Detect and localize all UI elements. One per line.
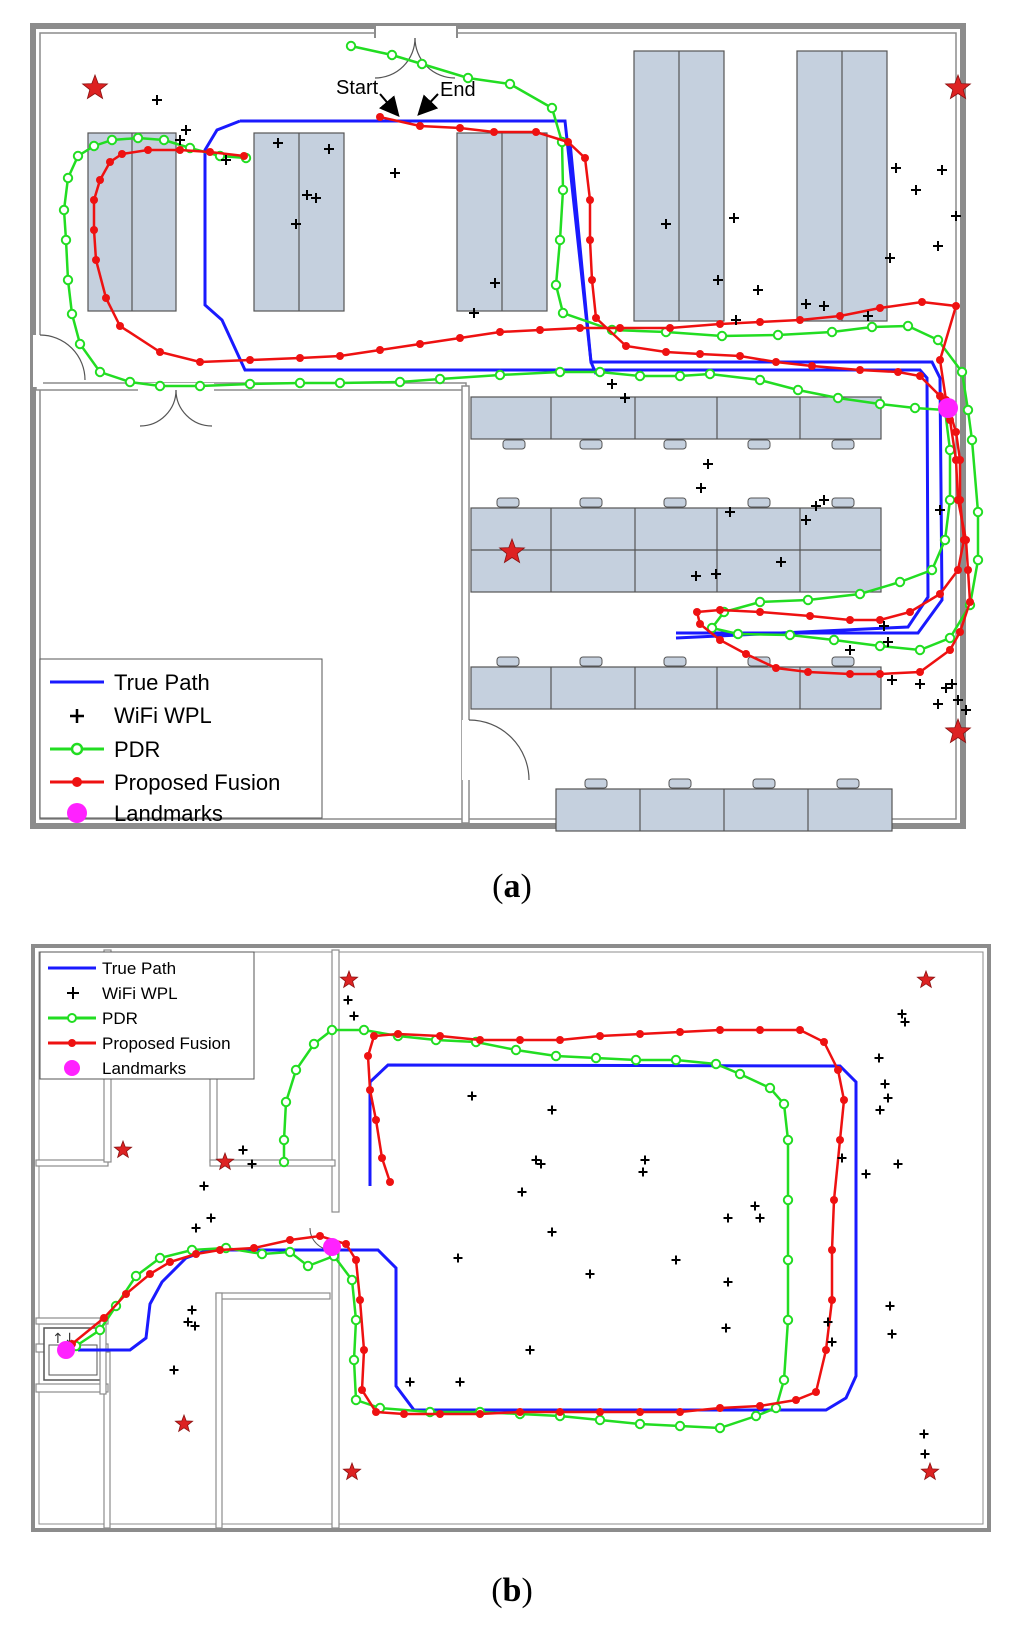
landmark-a [938,398,958,418]
legend-b-pdr: PDR [102,1009,138,1028]
landmark-b-2 [57,1341,75,1359]
legend-b-true-path: True Path [102,959,176,978]
legend-a-true-path: True Path [114,670,210,695]
end-label: End [440,79,476,101]
start-label: Start [336,77,379,99]
panel-b: ↑↓ True Path WiFi WPL PDR Proposed Fusio… [31,944,991,1532]
wifi-marks-b [169,995,930,1459]
legend-a-fusion: Proposed Fusion [114,770,280,795]
fusion-line-a [92,115,972,676]
landmark-b-1 [323,1238,341,1256]
legend-b-fusion: Proposed Fusion [102,1034,231,1053]
true-path-line-b [78,1063,858,1412]
panel-a: Start End True Path WiFi WPL PDR Propose… [30,23,984,832]
legend-a-landmarks: Landmarks [114,801,223,826]
wifi-marks-a [152,95,971,715]
anchor-stars-b [113,969,940,1481]
caption-b: (b) [491,1572,533,1609]
legend-a-pdr: PDR [114,737,160,762]
legend-b-wifi: WiFi WPL [102,984,178,1003]
legend-b: True Path WiFi WPL PDR Proposed Fusion L… [39,951,255,1080]
true-path-line-a [240,119,944,635]
anchor-stars-a [81,73,972,744]
pdr-line-a [62,44,980,652]
legend-a: True Path WiFi WPL PDR Proposed Fusion L… [39,658,323,826]
caption-a: (a) [492,868,532,905]
legend-b-landmarks: Landmarks [102,1059,186,1078]
legend-a-wifi: WiFi WPL [114,703,212,728]
